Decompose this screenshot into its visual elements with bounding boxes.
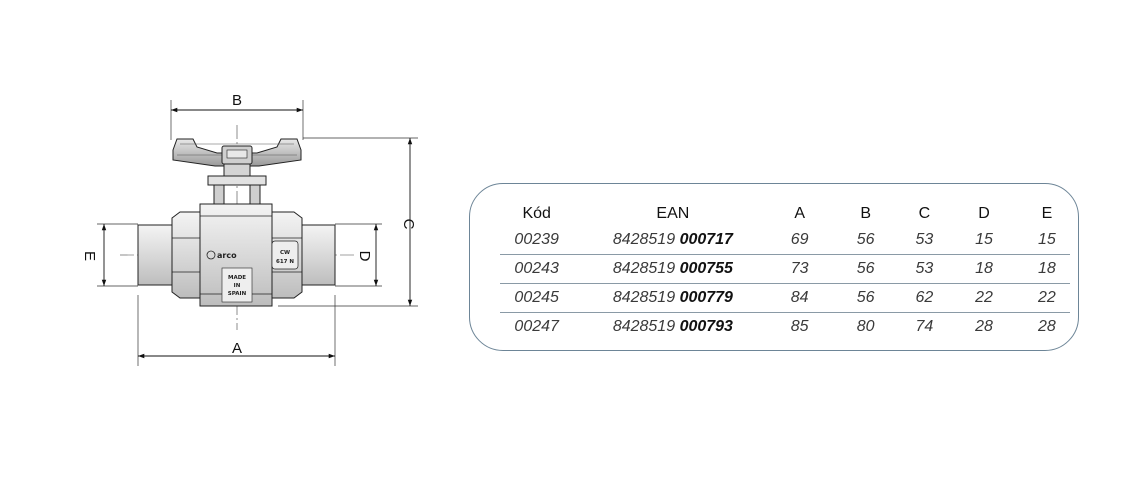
cell-e: 15 — [1023, 226, 1070, 255]
cell-b: 56 — [826, 254, 905, 284]
dimension-a-label: A — [232, 340, 242, 357]
cell-c: 53 — [904, 226, 945, 255]
dimension-lines — [101, 107, 413, 359]
ean-suffix: 000717 — [679, 231, 733, 248]
table-row: 00243 8428519 000755 73 56 53 18 18 — [500, 254, 1070, 284]
cell-d: 18 — [944, 254, 1024, 284]
cell-kod: 00243 — [500, 254, 574, 284]
header-kod: Kód — [522, 205, 551, 222]
made-marking-1: MADE — [228, 275, 246, 281]
ean-suffix: 000793 — [679, 318, 733, 335]
cell-b: 56 — [826, 283, 905, 313]
ean-suffix: 000755 — [679, 260, 733, 277]
cell-d: 22 — [944, 283, 1024, 313]
dimension-d-label: D — [356, 251, 373, 262]
table-row: 00239 8428519 000717 69 56 53 15 15 — [500, 226, 1070, 255]
dimension-e-label: E — [81, 251, 98, 261]
header-c: C — [918, 205, 931, 222]
ean-prefix: 8428519 — [612, 318, 676, 335]
cell-e: 22 — [1023, 283, 1070, 313]
cell-ean: 8428519 000779 — [573, 283, 773, 313]
header-b: B — [860, 205, 871, 222]
cell-d: 15 — [944, 226, 1024, 255]
ean-prefix: 8428519 — [612, 260, 676, 277]
cell-d: 28 — [975, 318, 993, 335]
ball-valve — [137, 138, 336, 307]
cell-kod: 00247 — [514, 318, 559, 335]
cell-kod: 00239 — [500, 226, 574, 255]
ean-prefix: 8428519 — [612, 289, 676, 306]
dimension-spec-table: Kód EAN A B C D E 00239 8428519 000717 6… — [500, 202, 1070, 341]
brand-marking: arco — [217, 251, 237, 260]
cell-a: 85 — [790, 318, 809, 335]
header-a: A — [794, 205, 805, 222]
cell-ean: 8428519 000793 — [573, 313, 772, 342]
cell-e: 28 — [1038, 318, 1056, 335]
made-marking-2: IN — [234, 283, 241, 289]
cell-kod: 00245 — [500, 283, 574, 313]
cell-c: 53 — [904, 254, 945, 284]
cell-b: 80 — [856, 318, 875, 335]
cell-a: 84 — [772, 283, 827, 313]
header-ean: EAN — [656, 205, 690, 222]
cell-e: 18 — [1023, 254, 1070, 284]
table-row: 00245 8428519 000779 84 56 62 22 22 — [500, 283, 1070, 313]
butterfly-handle — [172, 138, 302, 167]
cell-ean: 8428519 000717 — [573, 226, 773, 255]
cell-a: 69 — [772, 226, 827, 255]
cell-b: 56 — [826, 226, 905, 255]
ean-prefix: 8428519 — [612, 231, 676, 248]
made-marking-3: SPAIN — [228, 291, 247, 297]
header-d: D — [978, 205, 990, 222]
brand-logo-icon — [206, 250, 216, 260]
dimension-spec-card: Kód EAN A B C D E 00239 8428519 000717 6… — [469, 183, 1079, 351]
cw-marking-1: CW — [280, 250, 290, 256]
cell-c: 62 — [904, 283, 945, 313]
extension-lines — [97, 100, 418, 366]
dimension-c-label: C — [400, 219, 417, 230]
dimension-b-label: B — [232, 92, 242, 109]
header-e: E — [1041, 205, 1053, 222]
cw-marking-2: 617 N — [276, 259, 294, 265]
cell-ean: 8428519 000755 — [573, 254, 773, 284]
cell-c: 74 — [915, 318, 934, 335]
table-row: 00247 8428519 000793 85 80 74 28 28 — [500, 313, 1070, 342]
table-header-row: Kód EAN A B C D E — [500, 202, 1070, 226]
cell-a: 73 — [772, 254, 827, 284]
ean-suffix: 000779 — [679, 289, 733, 306]
